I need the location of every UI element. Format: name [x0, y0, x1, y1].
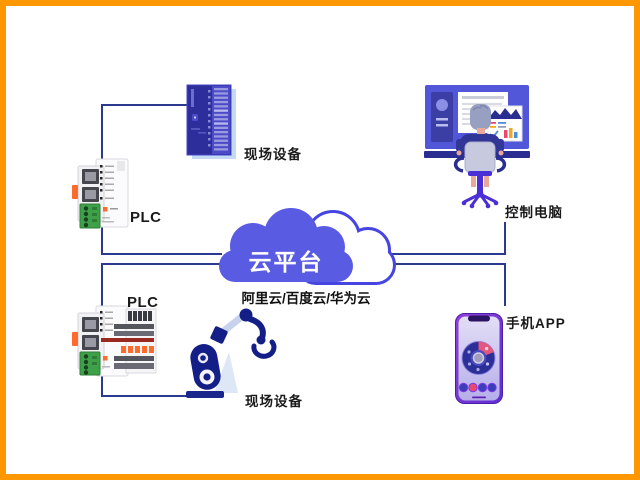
diagram-canvas: 现场设备 PLC	[6, 6, 634, 474]
plc-bottom-label: PLC	[127, 294, 159, 311]
robot-arm-icon	[186, 308, 277, 398]
plc-bottom-node	[70, 304, 158, 387]
cloud-node	[211, 204, 401, 313]
cloud-icon	[219, 208, 396, 285]
server-rack-node	[186, 84, 238, 167]
plc-extended-icon	[72, 305, 157, 377]
computer-node	[424, 84, 530, 217]
robot-label: 现场设备	[245, 394, 303, 409]
control-computer-icon	[424, 85, 530, 209]
phone-node	[455, 313, 503, 410]
computer-label: 控制电脑	[505, 205, 563, 220]
robot-node	[182, 302, 278, 407]
plc-top-node	[70, 157, 132, 238]
cloud-title: 云平台	[248, 249, 324, 275]
server-rack-label: 现场设备	[244, 147, 302, 162]
plc-icon	[72, 158, 129, 229]
phone-label: 手机APP	[506, 316, 566, 331]
phone-icon	[455, 313, 503, 404]
cloud-subtitle: 阿里云/百度云/华为云	[241, 291, 371, 306]
plc-top-label: PLC	[130, 209, 162, 226]
server-rack-icon	[186, 84, 236, 159]
